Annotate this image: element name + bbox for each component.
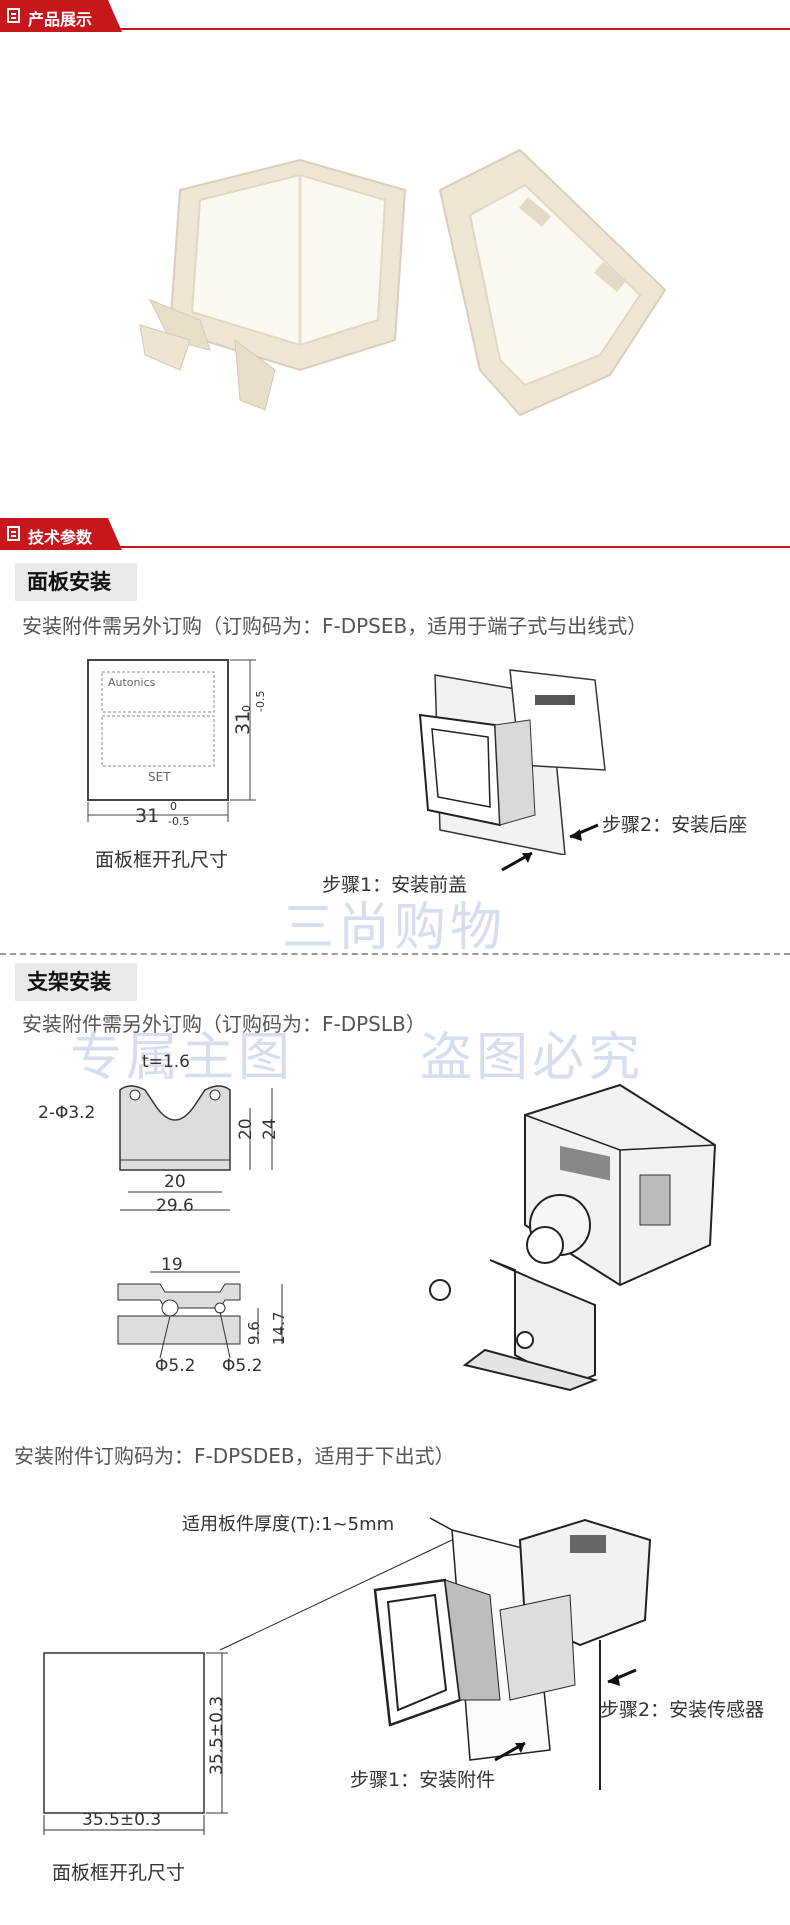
bracket-dim-height-b: 24 <box>260 1118 280 1140</box>
bracket-top-drawing <box>117 1271 283 1359</box>
bracket-dim-slot-span: 19 <box>161 1255 183 1275</box>
panel-dim-height-tol-lower: -0.5 <box>254 690 267 712</box>
step-arrow <box>494 1741 526 1762</box>
flush-thickness-label: 适用板件厚度(T):1~5mm <box>182 1514 395 1535</box>
panel-dim-height: 31 <box>232 710 254 735</box>
panel-mount-heading: 面板安装 <box>15 563 137 601</box>
flush-step2: 步骤2：安装传感器 <box>600 1699 765 1721</box>
bracket-dim-outer-width: 29.6 <box>156 1196 194 1216</box>
bracket-mount-note: 安装附件需另外订购（订购码为：F-DPSLB） <box>22 1012 426 1036</box>
step-arrow <box>501 851 533 872</box>
panel-step1: 步骤1：安装前盖 <box>322 874 468 896</box>
flush-cutout-caption: 面板框开孔尺寸 <box>52 1862 186 1884</box>
panel-cutout-caption: 面板框开孔尺寸 <box>95 849 229 871</box>
panel-dim-height-tol-upper: 0 <box>240 705 253 712</box>
document-icon <box>7 8 20 23</box>
flush-mount-assembly <box>219 1517 652 1790</box>
section-title: 产品展示 <box>28 10 93 29</box>
panel-mount-assembly <box>418 669 606 855</box>
panel-cutout-drawing <box>87 659 256 822</box>
bracket-dim-thickness: t=1.6 <box>142 1052 190 1072</box>
panel-dim-width: 31 <box>135 805 160 827</box>
panel-mount-note: 安装附件需另外订购（订购码为：F-DPSEB，适用于端子式与出线式） <box>22 614 648 638</box>
step-arrow <box>607 1668 637 1686</box>
panel-dim-width-tol-lower: -0.5 <box>168 815 190 828</box>
product-photo <box>139 148 667 417</box>
shop-watermark: 三尚购物 <box>282 898 507 958</box>
bracket-dim-bore-right: Φ5.2 <box>222 1356 263 1376</box>
step-arrow <box>569 823 599 841</box>
bracket-dim-inner-width: 20 <box>164 1172 186 1192</box>
bracket-dim-h2: 14.7 <box>270 1311 288 1345</box>
bracket-dim-bore-left: Φ5.2 <box>155 1356 196 1376</box>
panel-set-label: SET <box>148 770 171 784</box>
bracket-dim-hole: 2-Φ3.2 <box>38 1103 96 1123</box>
flush-cutout-drawing <box>43 1652 228 1835</box>
bracket-dim-h1: 9.6 <box>245 1321 263 1345</box>
document-icon <box>7 526 20 541</box>
section-header-product: 产品展示 <box>0 0 790 32</box>
bracket-dim-height-a: 20 <box>236 1118 256 1140</box>
panel-brand: Autonics <box>108 676 156 689</box>
panel-step2: 步骤2：安装后座 <box>602 814 748 836</box>
copyright-watermark: 专属主图 <box>70 1028 295 1088</box>
flush-mount-note: 安装附件订购码为：F-DPSDEB，适用于下出式） <box>14 1444 455 1468</box>
copyright-watermark: 盗图必究 <box>420 1028 645 1088</box>
flush-step1: 步骤1：安装附件 <box>350 1769 496 1791</box>
flush-dim-height: 35.5±0.3 <box>207 1695 227 1775</box>
section-title: 技术参数 <box>28 528 93 547</box>
bracket-mount-assembly <box>429 1083 717 1392</box>
bracket-front-drawing <box>119 1085 273 1211</box>
panel-dim-width-tol-upper: 0 <box>170 800 177 813</box>
flush-dim-width: 35.5±0.3 <box>82 1810 162 1830</box>
section-header-specs: 技术参数 <box>0 518 790 550</box>
bracket-mount-heading: 支架安装 <box>15 963 137 1001</box>
